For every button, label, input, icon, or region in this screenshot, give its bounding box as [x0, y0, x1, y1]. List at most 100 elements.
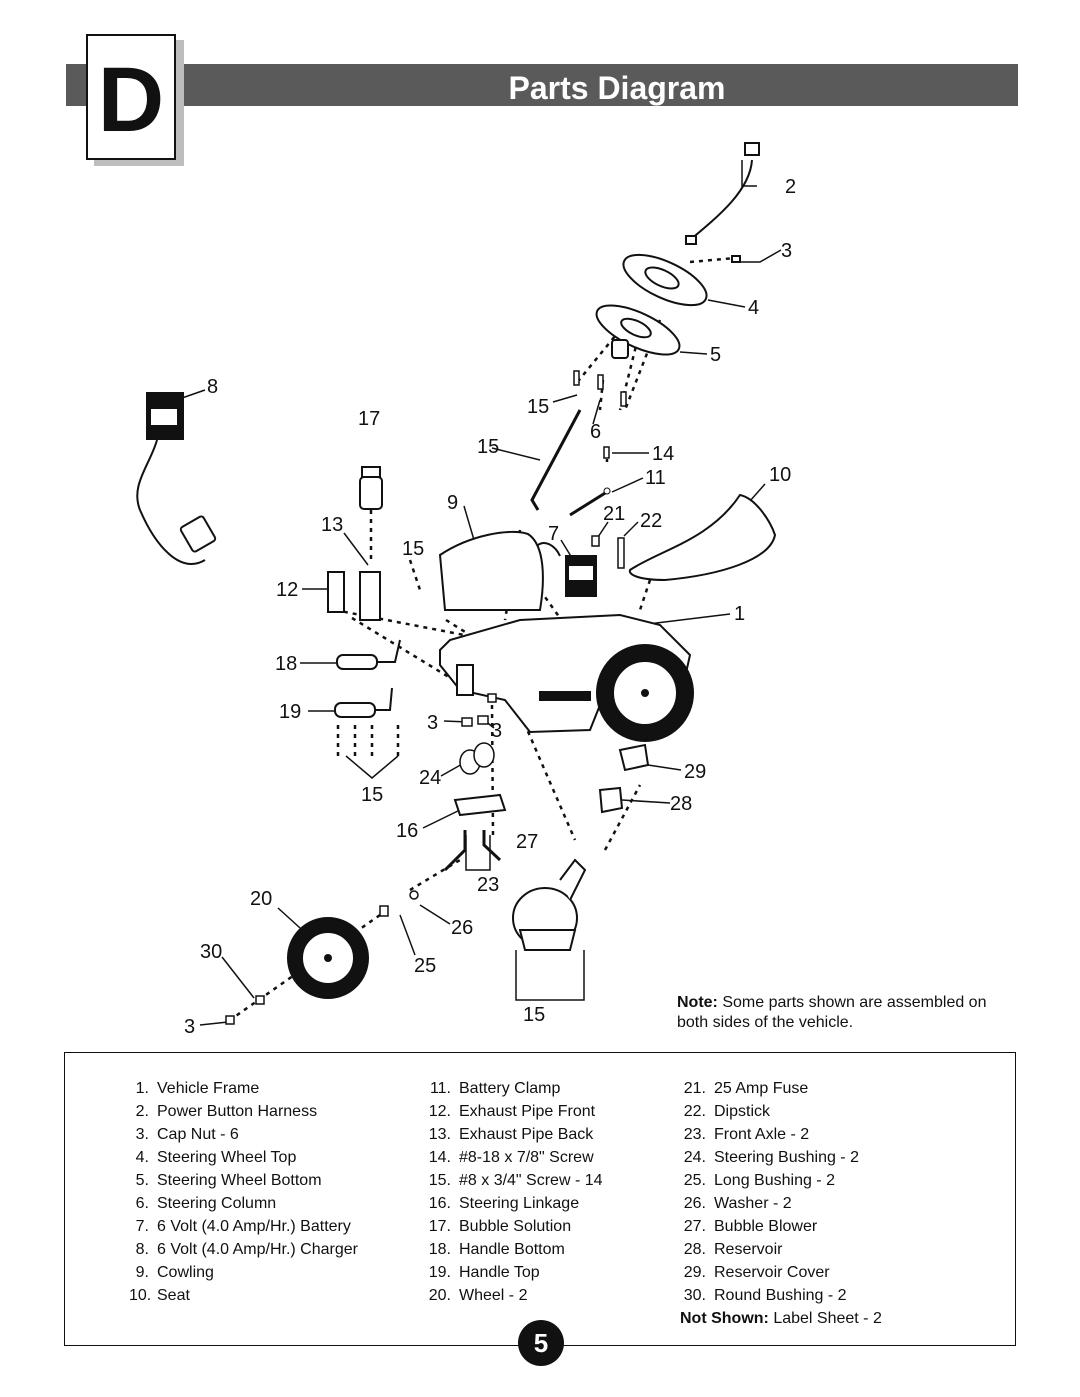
legend-item-number: 14.	[428, 1149, 451, 1166]
legend-item-name: Bubble Blower	[714, 1218, 818, 1235]
section-box: D	[86, 34, 176, 160]
legend-item-name: 6 Volt (4.0 Amp/Hr.) Charger	[157, 1241, 358, 1258]
legend-item-number: 20.	[428, 1287, 451, 1304]
legend-item-number: 25.	[683, 1172, 706, 1189]
callout-18: 18	[275, 653, 297, 675]
not-shown-note: Not Shown: Label Sheet - 2	[680, 1307, 882, 1330]
legend-item: 10.Seat	[129, 1284, 358, 1307]
legend-item-name: Dipstick	[714, 1103, 771, 1120]
legend-item-number: 19.	[428, 1264, 451, 1281]
legend-item-number: 11.	[429, 1080, 451, 1097]
callout-22: 22	[640, 510, 662, 532]
legend-item: 24. Steering Bushing - 2	[680, 1146, 882, 1169]
legend-item-name: Long Bushing - 2	[714, 1172, 835, 1189]
legend-item-name: Front Axle - 2	[714, 1126, 810, 1143]
legend-item-name: Cap Nut - 6	[157, 1126, 239, 1143]
callout-17: 17	[358, 408, 380, 430]
callout-14: 14	[652, 443, 674, 465]
callout-6: 6	[590, 421, 601, 443]
legend-item-number: 17.	[428, 1218, 451, 1235]
callout-3: 3	[781, 240, 792, 262]
legend-item-number: 22.	[683, 1103, 706, 1120]
legend-item: 14.#8-18 x 7/8" Screw	[425, 1146, 603, 1169]
legend-item-name: 6 Volt (4.0 Amp/Hr.) Battery	[157, 1218, 351, 1235]
legend-item-name: Handle Top	[459, 1264, 540, 1281]
legend-item-number: 5.	[135, 1172, 149, 1189]
legend-item: 17. Bubble Solution	[425, 1215, 603, 1238]
legend-item-name: Power Button Harness	[157, 1103, 318, 1120]
legend-item-number: 27.	[683, 1218, 706, 1235]
legend-item-name: 25 Amp Fuse	[714, 1080, 809, 1097]
page-title: Parts Diagram	[508, 70, 726, 106]
legend-item-name: Washer - 2	[714, 1195, 792, 1212]
legend-item-number: 23.	[683, 1126, 706, 1143]
legend-item-name: Steering Column	[157, 1195, 277, 1212]
legend-item-name: Bubble Solution	[459, 1218, 572, 1235]
parts-diagram: 2345817156151411109132122715121181933242…	[136, 142, 796, 1038]
legend-item-name: Handle Bottom	[459, 1241, 565, 1258]
callout-7: 7	[548, 523, 559, 545]
legend-item: 27. Bubble Blower	[680, 1215, 882, 1238]
callout-15: 15	[527, 396, 549, 418]
legend-item-name: Wheel - 2	[459, 1287, 528, 1304]
legend-item-number: 3.	[135, 1126, 149, 1143]
legend-item: 5.Steering Wheel Bottom	[129, 1169, 358, 1192]
page-number-badge: 5	[518, 1320, 564, 1366]
legend-item: 12.Exhaust Pipe Front	[425, 1100, 603, 1123]
legend-item: 21. 25 Amp Fuse	[680, 1077, 882, 1100]
not-shown-text: Label Sheet - 2	[768, 1310, 882, 1327]
callout-30: 30	[200, 941, 222, 963]
callout-12: 12	[276, 579, 298, 601]
legend-item-name: Cowling	[157, 1264, 214, 1281]
not-shown-label: Not Shown:	[680, 1310, 769, 1327]
legend-item-number: 18.	[428, 1241, 451, 1258]
legend-item-name: Steering Bushing - 2	[714, 1149, 859, 1166]
legend-item-name: Steering Wheel Top	[157, 1149, 297, 1166]
legend-item: 3. Cap Nut - 6	[129, 1123, 358, 1146]
legend-item-name: Vehicle Frame	[157, 1080, 260, 1097]
legend-item-number: 4.	[135, 1149, 149, 1166]
legend-item-name: Steering Linkage	[459, 1195, 580, 1212]
note-label: Note:	[677, 994, 718, 1011]
section-letter: D	[97, 49, 165, 151]
callout-4: 4	[748, 297, 759, 319]
legend-item-name: Exhaust Pipe Back	[459, 1126, 594, 1143]
legend-item: 6.Steering Column	[129, 1192, 358, 1215]
legend-item-number: 8.	[135, 1241, 149, 1258]
legend-item-number: 15.	[428, 1172, 451, 1189]
legend-item: 26. Washer - 2	[680, 1192, 882, 1215]
legend-item: 1. Vehicle Frame	[129, 1077, 358, 1100]
legend-item-number: 29.	[683, 1264, 706, 1281]
callout-25: 25	[414, 955, 436, 977]
callout-23: 23	[477, 874, 499, 896]
legend-item-number: 28.	[683, 1241, 706, 1258]
callout-1: 1	[734, 603, 745, 625]
callout-2: 2	[785, 176, 796, 198]
legend-item: 11.Battery Clamp	[425, 1077, 603, 1100]
legend-item: 16.Steering Linkage	[425, 1192, 603, 1215]
legend-item: 28. Reservoir	[680, 1238, 882, 1261]
legend-item: 9.Cowling	[129, 1261, 358, 1284]
legend-item-number: 21.	[683, 1080, 706, 1097]
legend-item-number: 1.	[135, 1080, 149, 1097]
callout-20: 20	[250, 888, 272, 910]
legend-item: 22. Dipstick	[680, 1100, 882, 1123]
callout-11: 11	[645, 467, 666, 489]
legend-item-name: Exhaust Pipe Front	[459, 1103, 596, 1120]
legend-item: 25. Long Bushing - 2	[680, 1169, 882, 1192]
callout-19: 19	[279, 701, 301, 723]
legend-item-name: Round Bushing - 2	[714, 1287, 847, 1304]
legend-item-name: Seat	[157, 1287, 190, 1304]
legend-item-number: 26.	[683, 1195, 706, 1212]
legend-item: 7.6 Volt (4.0 Amp/Hr.) Battery	[129, 1215, 358, 1238]
legend-item-name: Reservoir	[714, 1241, 783, 1258]
callout-15: 15	[477, 436, 499, 458]
callout-13: 13	[321, 514, 343, 536]
title-bar: Parts Diagram	[66, 64, 1018, 106]
legend-item: 18. Handle Bottom	[425, 1238, 603, 1261]
legend-item-number: 24.	[683, 1149, 706, 1166]
legend-item-name: Reservoir Cover	[714, 1264, 830, 1281]
callout-3: 3	[491, 720, 502, 742]
callout-15: 15	[361, 784, 383, 806]
